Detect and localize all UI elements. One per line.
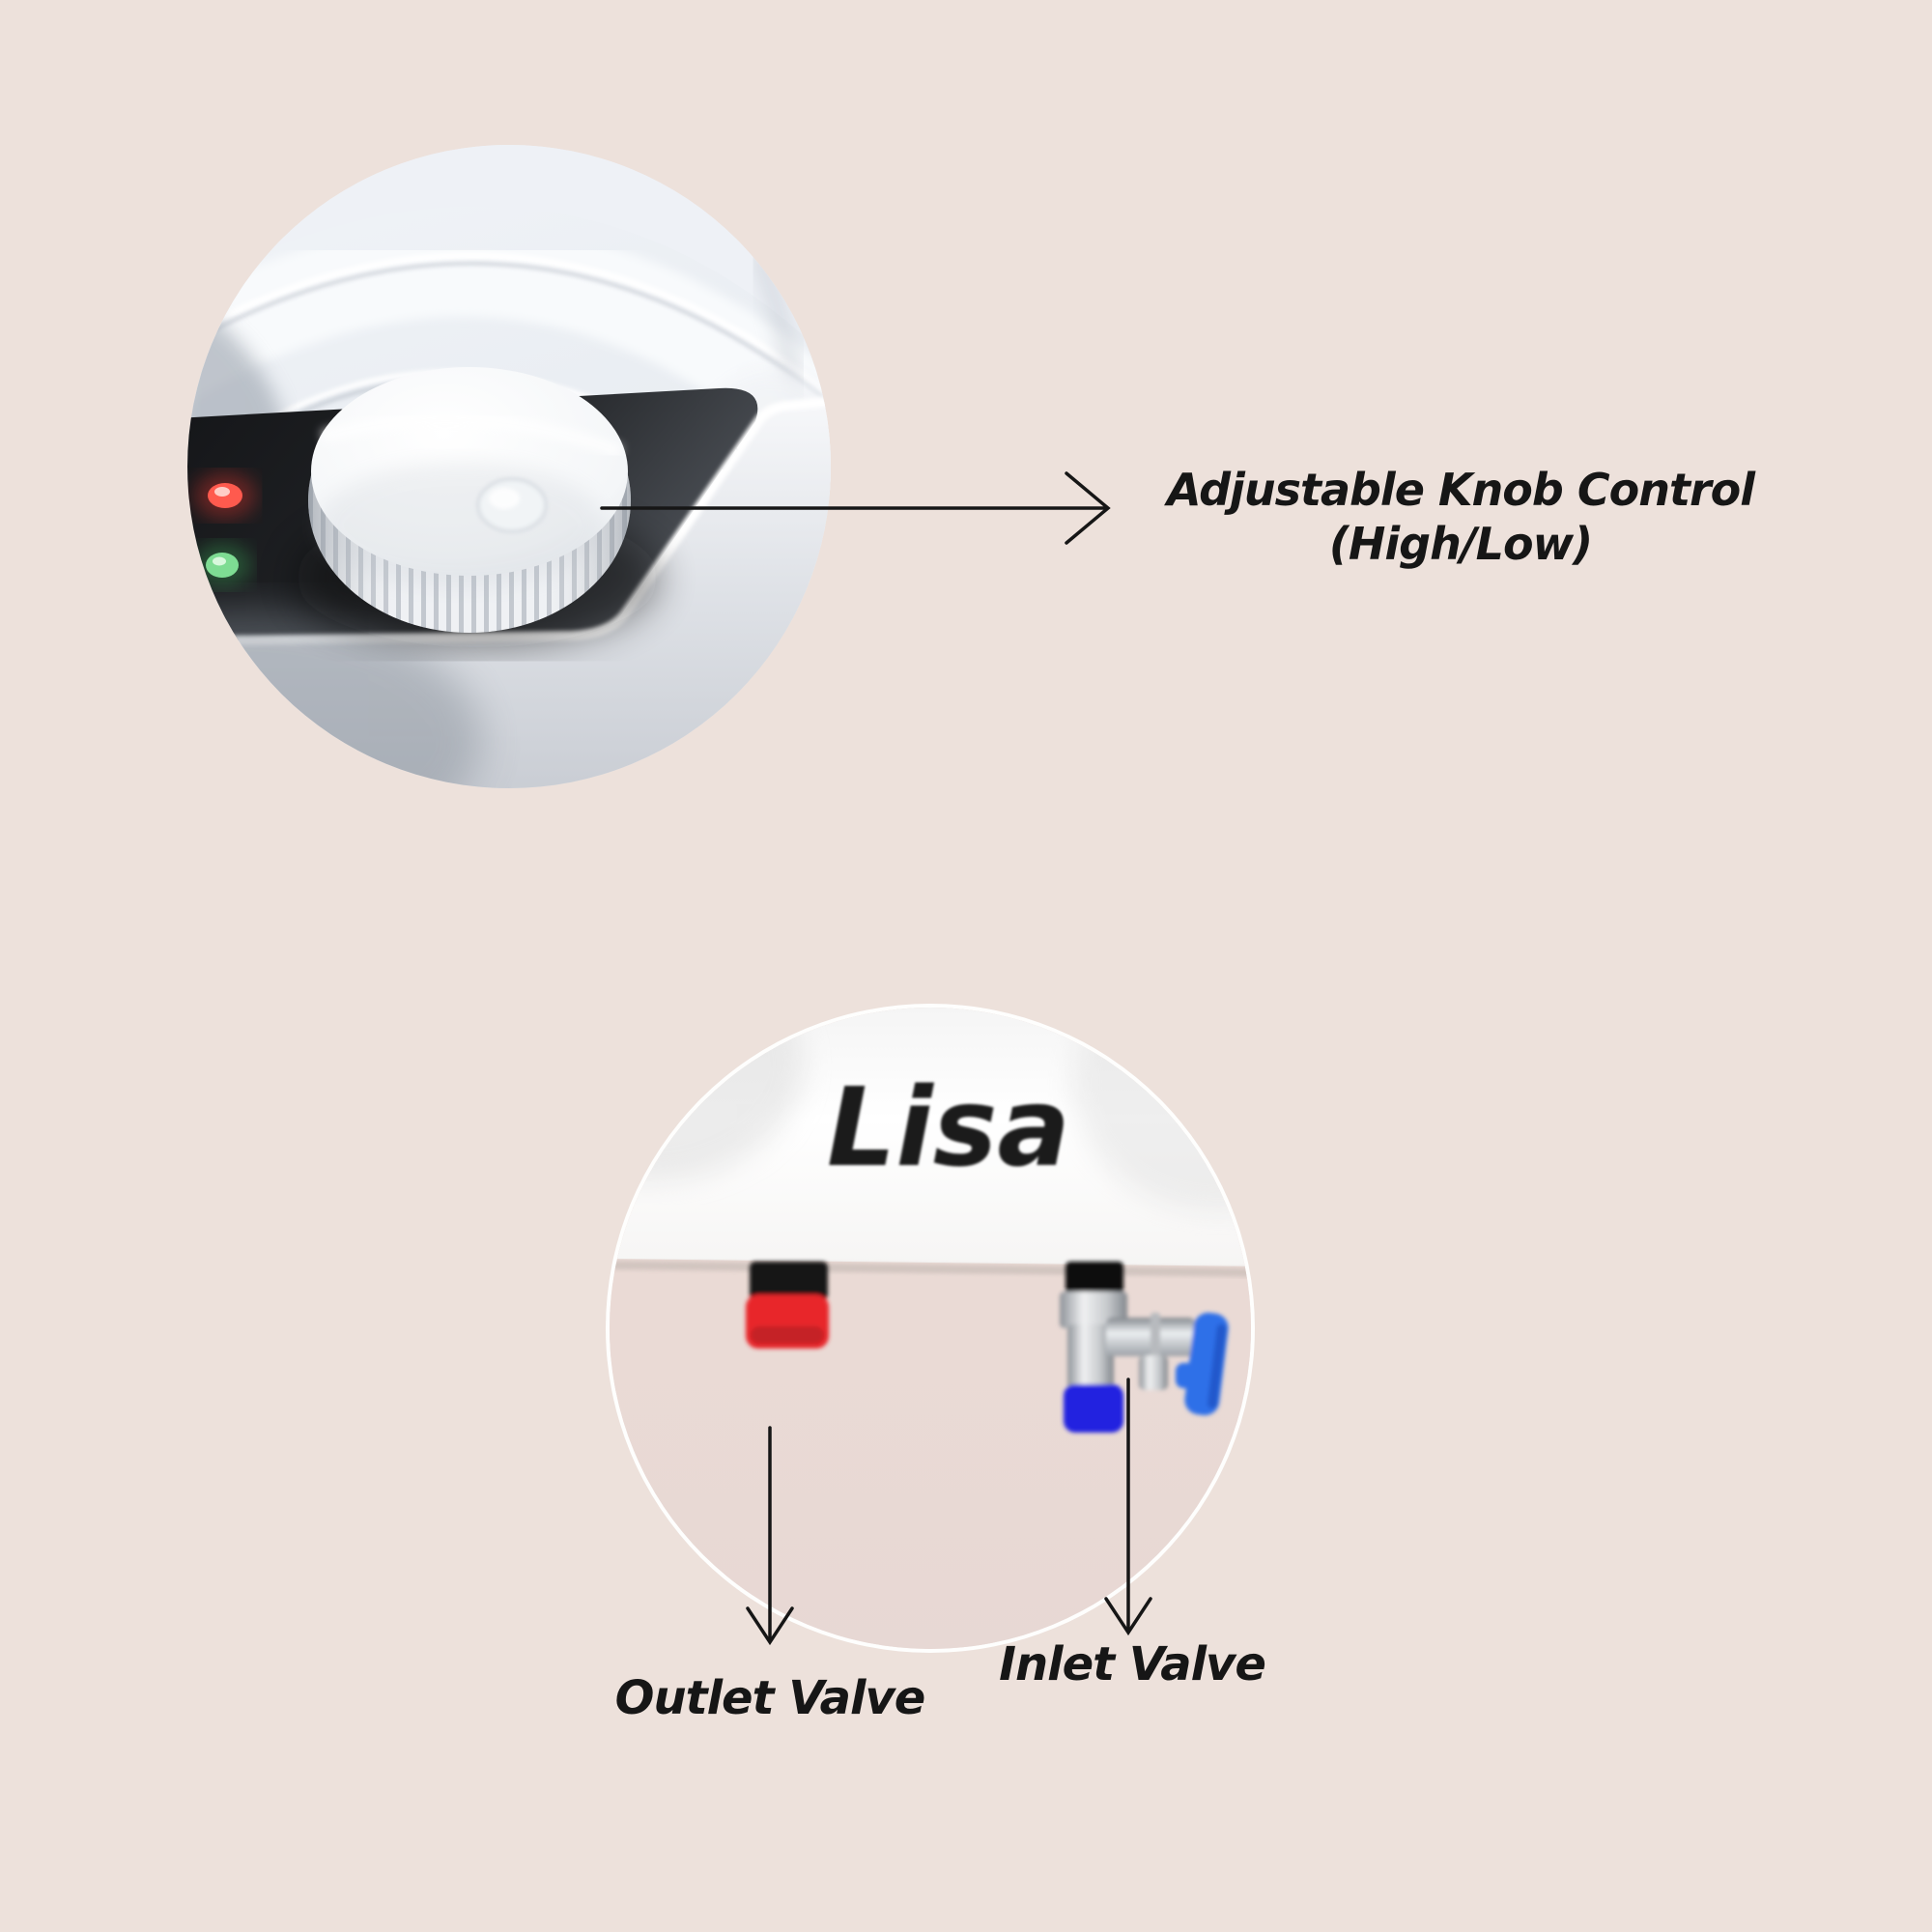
adjustable-knob [296,367,659,647]
led-indicators [193,472,256,587]
inlet-black-cap [1065,1262,1123,1294]
inlet-body [1067,1324,1114,1392]
knob-photo-illustration [187,145,831,788]
knob-label-line2: (High/Low) [1328,518,1593,570]
inlet-drain-nub [1139,1355,1168,1390]
inlet-valve-assembly [1060,1262,1229,1433]
brand-name: Lisa [827,1065,1070,1191]
outlet-valve-label: Outlet Valve [614,1671,926,1725]
valves-closeup-photo: Lisa [610,1008,1251,1649]
inlet-blue-cap [1064,1384,1123,1433]
knob-closeup-photo [187,145,831,788]
knob-label-line1: Adjustable Knob Control [1166,464,1755,516]
inlet-valve-label: Inlet Valve [999,1637,1266,1691]
knob-callout-label: Adjustable Knob Control (High/Low) [1094,463,1828,571]
outlet-valve-connector [746,1262,829,1349]
